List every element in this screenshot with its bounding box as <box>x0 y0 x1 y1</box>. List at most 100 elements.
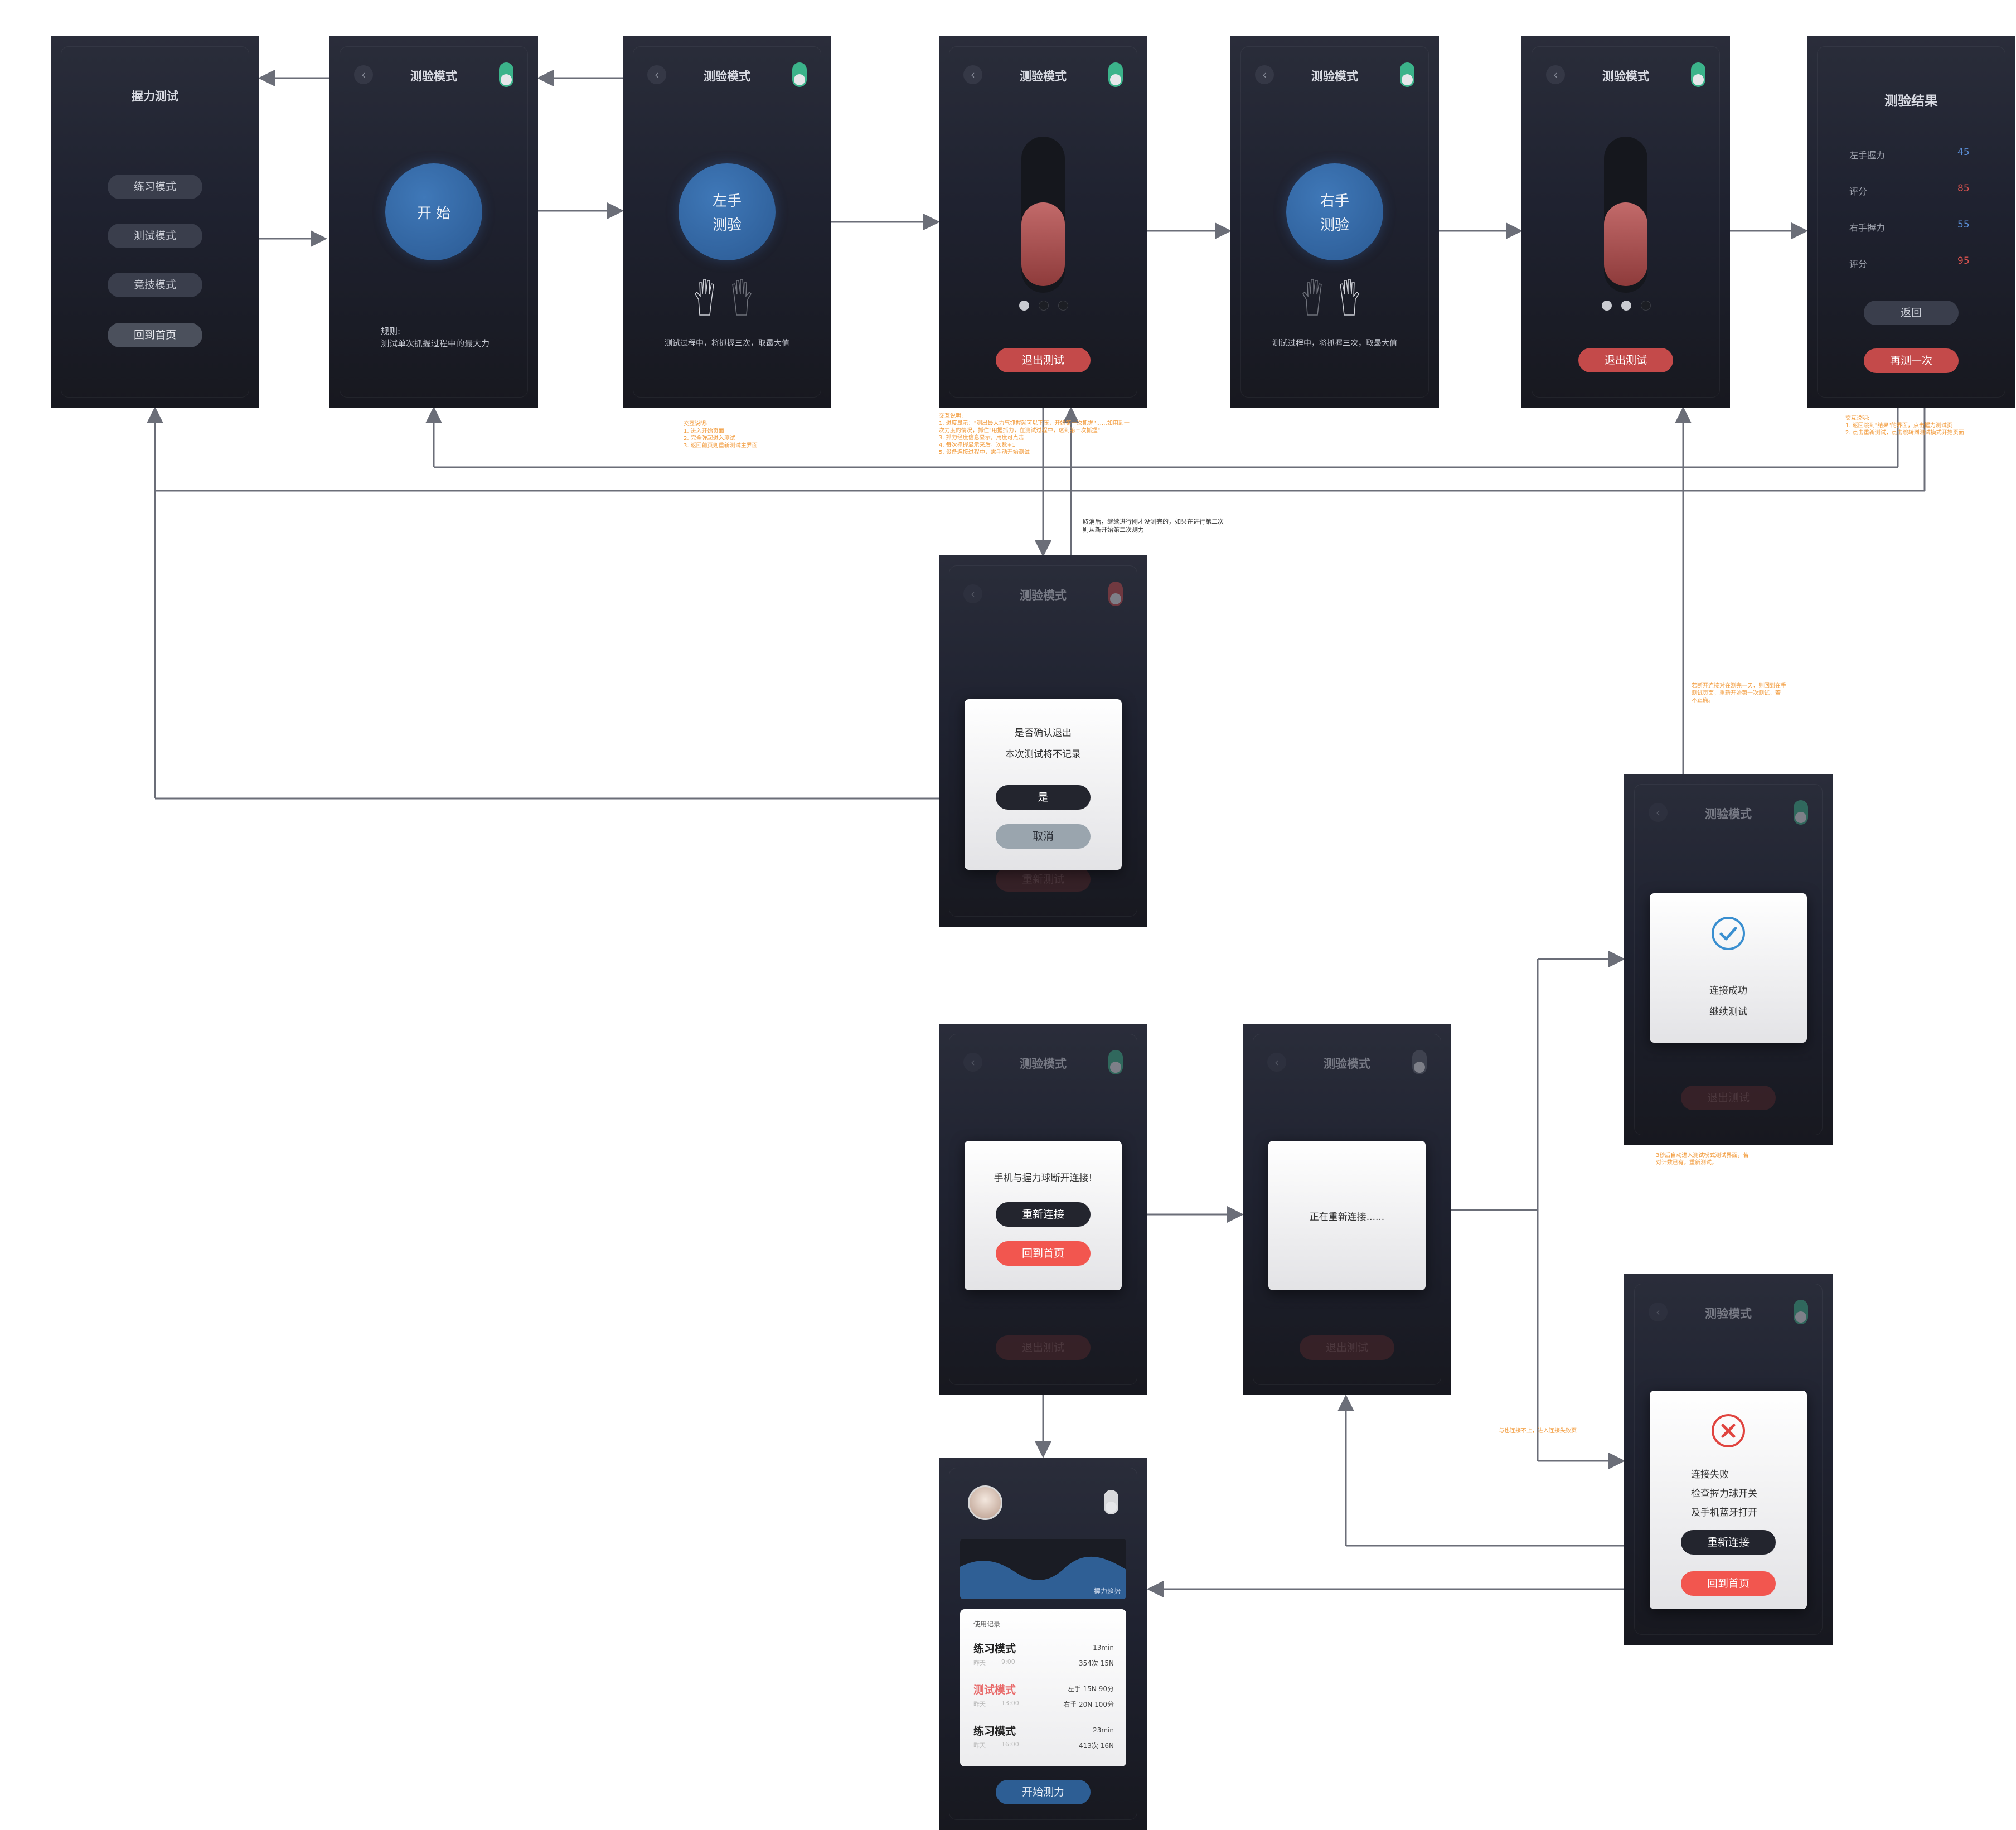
trend-wave <box>960 1556 1126 1599</box>
attempt-dot-2 <box>1621 301 1631 311</box>
hint-text: 测试过程中，将抓握三次，取最大值 <box>665 339 789 348</box>
page-title: 测验模式 <box>1602 70 1649 83</box>
attempt-dot-3 <box>1641 301 1651 311</box>
fail-line-2: 检查握力球开关 <box>1691 1488 1757 1499</box>
confirm-line-1: 是否确认退出 <box>1015 728 1072 739</box>
bluetooth-toggle[interactable] <box>499 62 513 87</box>
record-mode-1[interactable]: 练习模式 <box>973 1643 1016 1655</box>
screen-connect-success: ‹ 测验模式 退出测试 连接成功 继续测试 <box>1624 774 1833 1145</box>
screen-connect-failed: ‹ 测验模式 连接失败 检查握力球开关 及手机蓝牙打开 重新连接 回到首页 <box>1624 1274 1833 1645</box>
screen-result: 测验结果 左手握力 45 评分 85 右手握力 55 评分 95 返回 再测一次 <box>1807 36 2015 408</box>
bluetooth-toggle <box>1412 1050 1427 1074</box>
back-icon: ‹ <box>963 1053 982 1072</box>
left-hand-test-button[interactable]: 左手 测验 <box>679 163 776 260</box>
avatar[interactable] <box>968 1485 1002 1520</box>
page-title: 测验模式 <box>1020 589 1067 602</box>
cancel-button[interactable]: 取消 <box>996 824 1091 849</box>
attempt-dot-1 <box>1602 301 1612 311</box>
back-icon: ‹ <box>1649 1303 1668 1321</box>
record-r2-3: 413次 16N <box>1079 1742 1114 1750</box>
back-icon[interactable]: ‹ <box>647 65 666 84</box>
note-auto: 3秒后自动进入测试模式测试界面，若对计数已有，重新测试。 <box>1656 1153 1749 1166</box>
start-button[interactable]: 开 始 <box>385 163 482 260</box>
record-r1-1: 13min <box>1093 1644 1114 1652</box>
home-button[interactable]: 回到首页 <box>996 1241 1091 1266</box>
right-hand-icon <box>732 279 752 316</box>
record-mode-3[interactable]: 练习模式 <box>973 1725 1016 1737</box>
result-label-4: 评分 <box>1849 259 1868 269</box>
test-mode-button[interactable]: 测试模式 <box>108 224 202 248</box>
exit-test-button[interactable]: 退出测试 <box>996 348 1091 372</box>
error-circle-icon <box>1712 1414 1745 1447</box>
chart-label: 握力趋势 <box>1093 1587 1121 1595</box>
home-button[interactable]: 回到首页 <box>108 323 202 347</box>
fail-line-1: 连接失败 <box>1691 1469 1729 1480</box>
screen-right-hand: ‹ 测验模式 右手 测验 测试过程中，将抓握三次，取最大值 <box>1230 36 1439 408</box>
screen-disconnected: ‹ 测验模式 退出测试 手机与握力球断开连接! 重新连接 回到首页 <box>939 1024 1147 1395</box>
back-icon: ‹ <box>963 584 982 603</box>
exit-test-button: 退出测试 <box>996 1335 1091 1360</box>
bluetooth-toggle <box>1794 1300 1808 1324</box>
reconnecting-dialog: 正在重新连接...... <box>1268 1141 1426 1290</box>
note-fail: 与也连接不上，进入连接失败页 <box>1499 1428 1577 1434</box>
confirm-line-2: 本次测试将不记录 <box>1005 749 1081 760</box>
bluetooth-toggle[interactable] <box>1400 62 1414 87</box>
result-value-2: 85 <box>1957 183 1970 194</box>
records-card: 使用记录 练习模式 昨天 9:00 13min 354次 15N 测试模式 昨天… <box>960 1609 1126 1766</box>
reconnect-button[interactable]: 重新连接 <box>1681 1530 1776 1555</box>
back-icon[interactable]: ‹ <box>354 65 373 84</box>
practice-mode-button[interactable]: 练习模式 <box>108 175 202 199</box>
grip-level-knob <box>1021 202 1065 286</box>
screen-home: 握力趋势 使用记录 练习模式 昨天 9:00 13min 354次 15N 测试… <box>939 1458 1147 1830</box>
back-icon[interactable]: ‹ <box>1255 65 1274 84</box>
result-label-2: 评分 <box>1849 186 1868 197</box>
bluetooth-toggle[interactable] <box>792 62 807 87</box>
bluetooth-toggle <box>1108 1050 1123 1074</box>
yes-button[interactable]: 是 <box>996 785 1091 810</box>
exit-test-button: 退出测试 <box>1300 1335 1394 1360</box>
page-title: 测验模式 <box>704 70 750 83</box>
left-hand-icon <box>1302 279 1322 316</box>
page-title: 测验结果 <box>1884 93 1938 109</box>
start-label: 开 始 <box>416 205 451 222</box>
screen-main: 握力测试 练习模式 测试模式 竞技模式 回到首页 <box>51 36 259 408</box>
circle-line-2: 测验 <box>712 217 742 234</box>
back-icon[interactable]: ‹ <box>1546 65 1565 84</box>
circle-line-1: 左手 <box>712 193 742 210</box>
bluetooth-toggle[interactable] <box>1691 62 1705 87</box>
page-title: 握力测试 <box>132 90 178 103</box>
start-measure-button[interactable]: 开始测力 <box>996 1780 1091 1804</box>
reconnect-button[interactable]: 重新连接 <box>996 1202 1091 1227</box>
test-again-button[interactable]: 再测一次 <box>1864 348 1959 373</box>
right-hand-test-button[interactable]: 右手 测验 <box>1286 163 1383 260</box>
hint-text: 测试过程中，将抓握三次，取最大值 <box>1272 339 1397 348</box>
back-button[interactable]: 返回 <box>1864 301 1959 325</box>
home-button[interactable]: 回到首页 <box>1681 1571 1776 1596</box>
record-mode-2[interactable]: 测试模式 <box>973 1684 1016 1696</box>
note-disconnect: 若断开连接对在测完一天，则回到在手测试页面，重新开始第一次测试，若不正确。 <box>1692 683 1786 704</box>
bluetooth-toggle[interactable] <box>1104 1490 1118 1514</box>
exit-test-button: 退出测试 <box>1681 1086 1776 1110</box>
circle-line-1: 右手 <box>1320 193 1349 210</box>
record-day-1: 昨天 <box>973 1659 986 1667</box>
success-line-1: 连接成功 <box>1709 985 1747 996</box>
record-r2-1: 354次 15N <box>1079 1659 1114 1667</box>
back-icon[interactable]: ‹ <box>963 65 982 84</box>
page-title: 测验模式 <box>1705 807 1752 821</box>
back-icon: ‹ <box>1267 1053 1286 1072</box>
result-value-3: 55 <box>1957 219 1970 230</box>
fail-line-3: 及手机蓝牙打开 <box>1691 1507 1757 1518</box>
compete-mode-button[interactable]: 竞技模式 <box>108 273 202 297</box>
page-title: 测验模式 <box>1020 1057 1067 1071</box>
note-cancel: 取消后，继续进行刚才没测完的，如果在进行第二次则从新开始第二次测力 <box>1083 518 1224 534</box>
bluetooth-toggle <box>1108 582 1123 606</box>
bluetooth-toggle[interactable] <box>1108 62 1123 87</box>
result-label-3: 右手握力 <box>1849 222 1886 233</box>
record-r1-3: 23min <box>1093 1726 1114 1734</box>
bluetooth-toggle <box>1794 800 1808 825</box>
exit-test-button[interactable]: 退出测试 <box>1578 348 1673 372</box>
screen-exit-confirm: ‹ 测验模式 重新测试 是否确认退出 本次测试将不记录 是 取消 <box>939 555 1147 927</box>
